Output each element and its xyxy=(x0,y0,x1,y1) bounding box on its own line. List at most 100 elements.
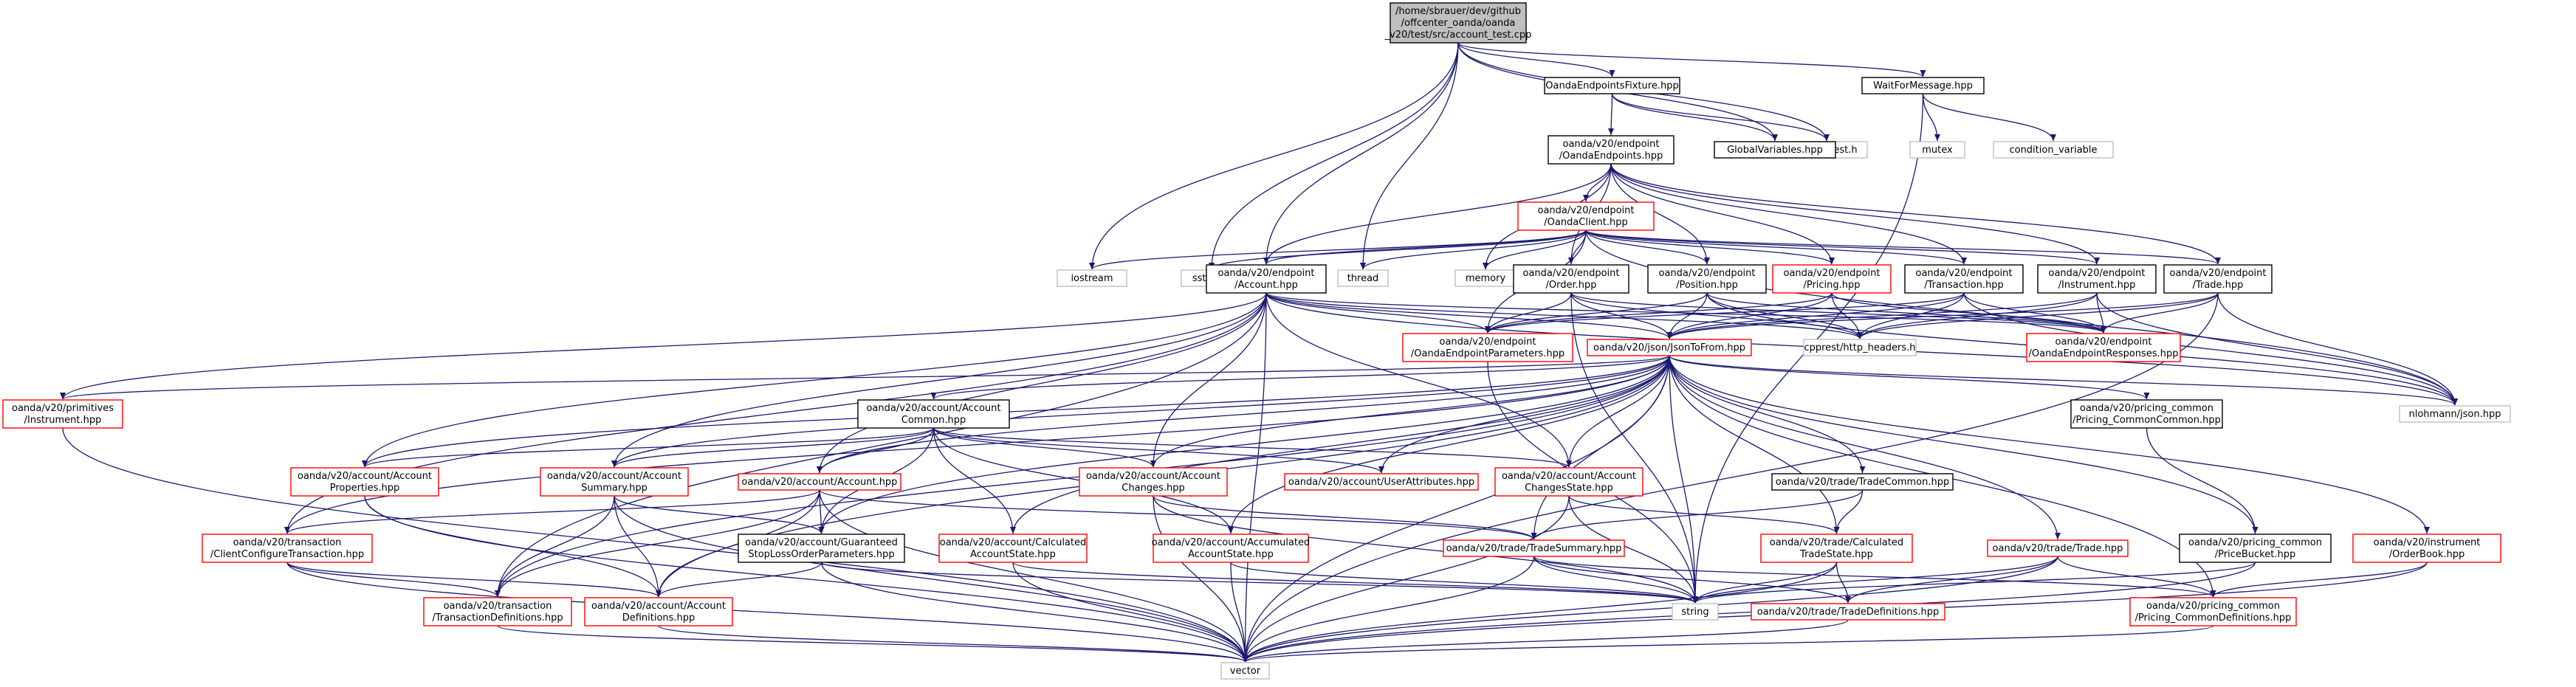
edge-line xyxy=(1570,292,1863,339)
node-ep-params[interactable]: oanda/v20/endpoint/OandaEndpointParamete… xyxy=(1402,333,1573,362)
node-trade-summary[interactable]: oanda/v20/trade/TradeSummary.hpp xyxy=(1443,539,1625,557)
node-box xyxy=(1861,77,1985,94)
edge-line xyxy=(1263,229,1587,265)
node-box xyxy=(2179,534,2332,563)
edge-line xyxy=(1263,163,1612,265)
node-ep-responses[interactable]: oanda/v20/endpoint/OandaEndpointResponse… xyxy=(2026,333,2181,362)
edge-line xyxy=(1089,42,1459,270)
edge-line xyxy=(1669,355,2259,534)
edge-ep-trade-to-nlohmann xyxy=(2217,292,2458,406)
edge-line xyxy=(1608,93,1615,136)
node-waitfor[interactable]: WaitForMessage.hpp xyxy=(1861,77,1985,94)
node-guaranteed-sl[interactable]: oanda/v20/account/GuaranteedStopLossOrde… xyxy=(738,534,905,563)
node-box xyxy=(2129,597,2297,626)
node-tx-definitions[interactable]: oanda/v20/transaction/TransactionDefinit… xyxy=(423,597,572,626)
node-globalvars[interactable]: GlobalVariables.hpp xyxy=(1714,141,1836,159)
edge-acc-changes-state-to-string xyxy=(1568,495,1698,604)
edge-ep-trade-to-cpprest xyxy=(1857,292,2219,339)
edge-line xyxy=(1242,556,2058,663)
edge-line xyxy=(60,292,1267,400)
node-box xyxy=(1513,264,1629,294)
edge-line xyxy=(1012,562,1698,604)
node-thread[interactable]: thread xyxy=(1337,269,1389,287)
node-box xyxy=(1517,201,1655,231)
node-vector[interactable]: vector xyxy=(1220,662,1270,680)
node-trade-common[interactable]: oanda/v20/trade/TradeCommon.hpp xyxy=(1771,473,1954,491)
node-label: /OandaEndpointResponses.hpp xyxy=(2029,348,2179,359)
node-acc-account[interactable]: oanda/v20/account/Account.hpp xyxy=(738,473,901,491)
node-memory[interactable]: memory xyxy=(1454,269,1517,287)
node-mutex[interactable]: mutex xyxy=(1909,141,1965,159)
edge-line xyxy=(1209,42,1459,270)
edge-line xyxy=(932,427,1016,534)
node-box xyxy=(2037,264,2157,294)
node-client-config[interactable]: oanda/v20/transaction/ClientConfigureTra… xyxy=(202,534,373,563)
node-acc-changes-state[interactable]: oanda/v20/account/AccountChangesState.hp… xyxy=(1494,467,1644,497)
node-string[interactable]: string xyxy=(1672,603,1719,621)
node-client[interactable]: oanda/v20/endpoint/OandaClient.hpp xyxy=(1517,201,1655,231)
edge-jsontofrom-to-nlohmann xyxy=(1669,355,2458,406)
node-ep-trade[interactable]: oanda/v20/endpoint/Trade.hpp xyxy=(2163,264,2273,294)
node-iostream[interactable]: iostream xyxy=(1057,269,1127,287)
node-pricing-defs[interactable]: oanda/v20/pricing_common/Pricing_CommonD… xyxy=(2129,597,2297,626)
edge-acc-properties-to-vector xyxy=(364,495,1248,663)
edge-line xyxy=(1706,292,1863,339)
node-jsontofrom[interactable]: oanda/v20/json/JsonToFrom.hpp xyxy=(1587,339,1752,356)
node-ep-order[interactable]: oanda/v20/endpoint/Order.hpp xyxy=(1513,264,1629,294)
edge-ep-account-to-prim-instrument xyxy=(60,292,1267,400)
node-endpoints[interactable]: oanda/v20/endpoint/OandaEndpoints.hpp xyxy=(1548,135,1675,165)
edge-fixture-to-globalvars xyxy=(1611,93,1778,142)
node-label: oanda/v20/pricing_common xyxy=(2188,537,2322,548)
edge-line xyxy=(820,562,1698,604)
node-box xyxy=(1284,473,1479,491)
edge-trade-summary-to-trade-definitions xyxy=(1533,556,1851,604)
node-prim-instrument[interactable]: oanda/v20/primitives/Instrument.hpp xyxy=(2,399,123,429)
node-trade-definitions[interactable]: oanda/v20/trade/TradeDefinitions.hpp xyxy=(1751,603,1945,621)
node-ep-instrument[interactable]: oanda/v20/endpoint/Instrument.hpp xyxy=(2037,264,2157,294)
node-root[interactable]: /home/sbrauer/dev/github/offcenter_oanda… xyxy=(1384,2,1532,44)
node-trade-trade[interactable]: oanda/v20/trade/Trade.hpp xyxy=(1987,539,2129,557)
node-acc-calculated[interactable]: oanda/v20/account/CalculatedAccountState… xyxy=(938,534,1088,563)
node-ep-transaction[interactable]: oanda/v20/endpoint/Transaction.hpp xyxy=(1904,264,2024,294)
node-label: oanda/v20/endpoint xyxy=(2055,336,2151,348)
edge-ep-position-to-cpprest xyxy=(1706,292,1863,339)
node-box xyxy=(1904,264,2024,294)
edge-acc-account-to-client-config xyxy=(284,489,820,534)
node-ep-position[interactable]: oanda/v20/endpoint/Position.hpp xyxy=(1647,264,1767,294)
edge-line xyxy=(1153,495,1698,604)
node-ep-pricing[interactable]: oanda/v20/endpoint/Pricing.hpp xyxy=(1772,264,1892,294)
edge-line xyxy=(1012,562,1248,663)
node-box xyxy=(1057,269,1127,287)
edge-line xyxy=(932,427,1156,468)
edge-endpoints-to-ep-trade xyxy=(1610,163,2221,265)
edge-guaranteed-sl-to-string xyxy=(820,562,1698,604)
edge-line xyxy=(1265,292,1572,468)
edge-line xyxy=(362,355,1670,468)
edge-jsontofrom-to-user-attributes xyxy=(1378,355,1670,474)
edge-acc-common-to-acc-summary xyxy=(611,427,935,468)
edge-guaranteed-sl-to-acc-definitions xyxy=(656,562,822,598)
node-acc-accumulated[interactable]: oanda/v20/account/AccumulatedAccountStat… xyxy=(1152,534,1311,563)
node-user-attributes[interactable]: oanda/v20/account/UserAttributes.hpp xyxy=(1284,473,1479,491)
node-price-bucket[interactable]: oanda/v20/pricing_common/PriceBucket.hpp xyxy=(2179,534,2332,563)
node-order-book[interactable]: oanda/v20/instrument/OrderBook.hpp xyxy=(2352,534,2501,563)
edge-trade-trade-to-vector xyxy=(1242,556,2058,663)
edge-line xyxy=(1230,562,1698,604)
node-box xyxy=(1803,339,1917,356)
node-nlohmann[interactable]: nlohmann/json.hpp xyxy=(2399,405,2511,423)
node-box xyxy=(1402,333,1573,362)
node-condvar[interactable]: condition_variable xyxy=(1993,141,2114,159)
edge-line xyxy=(1089,229,1587,270)
node-cpprest[interactable]: cpprest/http_headers.h xyxy=(1803,339,1917,356)
node-ep-account[interactable]: oanda/v20/endpoint/Account.hpp xyxy=(1206,264,1327,294)
edge-client-to-ep-pricing xyxy=(1585,229,1835,265)
node-fixture[interactable]: OandaEndpointsFixture.hpp xyxy=(1544,77,1680,94)
node-pricing-common[interactable]: oanda/v20/pricing_common/Pricing_CommonC… xyxy=(2070,399,2223,429)
node-box xyxy=(1390,2,1527,44)
